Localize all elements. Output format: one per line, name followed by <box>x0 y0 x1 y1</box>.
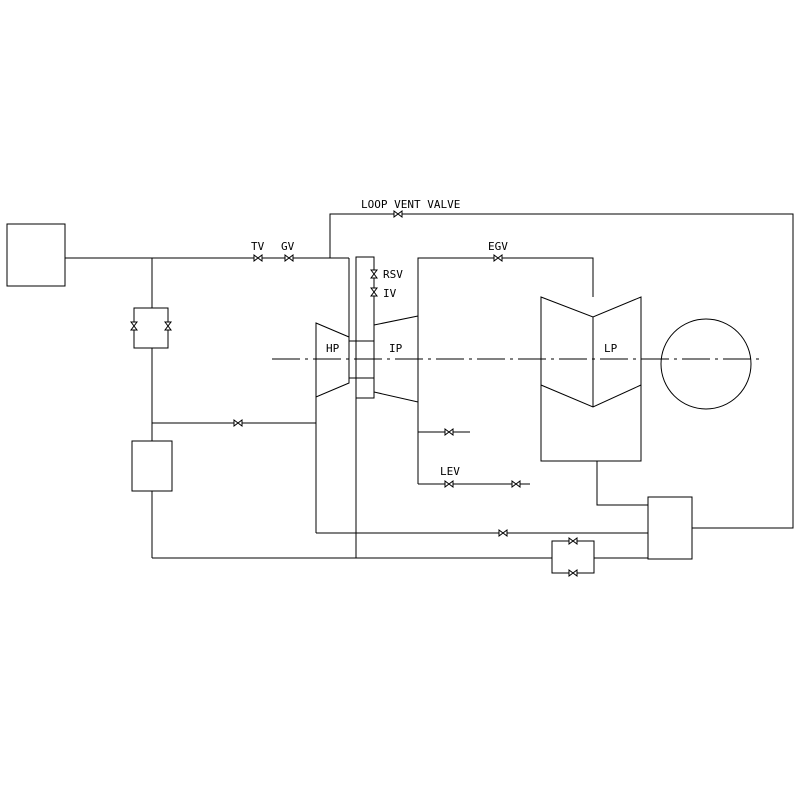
loop-vent-valve-label: LOOP VENT VALVE <box>361 198 460 211</box>
bypass-valve-left-icon <box>130 321 138 331</box>
generator-circle <box>660 318 752 410</box>
loop-vent-valve-icon <box>393 210 403 218</box>
shaft-coupling <box>349 256 375 399</box>
egv-label: EGV <box>488 240 508 253</box>
tv-label: TV <box>251 240 265 253</box>
hp-branch-valve-icon <box>233 419 243 427</box>
egv-valve-icon <box>493 254 503 262</box>
lev-end-valve-icon <box>511 480 521 488</box>
pump-bottom-valve-icon <box>568 569 578 577</box>
condenser-box <box>647 496 693 560</box>
tv-valve-icon <box>253 254 263 262</box>
pump-top-valve-icon <box>568 537 578 545</box>
ip-label: IP <box>389 342 403 355</box>
gv-valve-icon <box>284 254 294 262</box>
hp-label: HP <box>326 342 340 355</box>
ip-extraction-valve-icon <box>444 428 454 436</box>
piping <box>65 213 794 559</box>
lev-label: LEV <box>440 465 460 478</box>
pump-bypass-box <box>551 540 595 574</box>
iv-valve-icon <box>370 287 378 297</box>
bypass-valve-right-icon <box>164 321 172 331</box>
rsv-valve-icon <box>370 269 378 279</box>
lev-valve-icon <box>444 480 454 488</box>
bottom-line-valve-icon <box>498 529 508 537</box>
gv-label: GV <box>281 240 295 253</box>
iv-label: IV <box>383 287 397 300</box>
lp-turbine <box>540 296 642 462</box>
boiler-box <box>6 223 66 287</box>
heater-box <box>131 440 173 492</box>
hp-turbine <box>315 322 350 398</box>
valve-bypass-box <box>133 307 169 349</box>
rsv-label: RSV <box>383 268 403 281</box>
lp-label: LP <box>604 342 618 355</box>
